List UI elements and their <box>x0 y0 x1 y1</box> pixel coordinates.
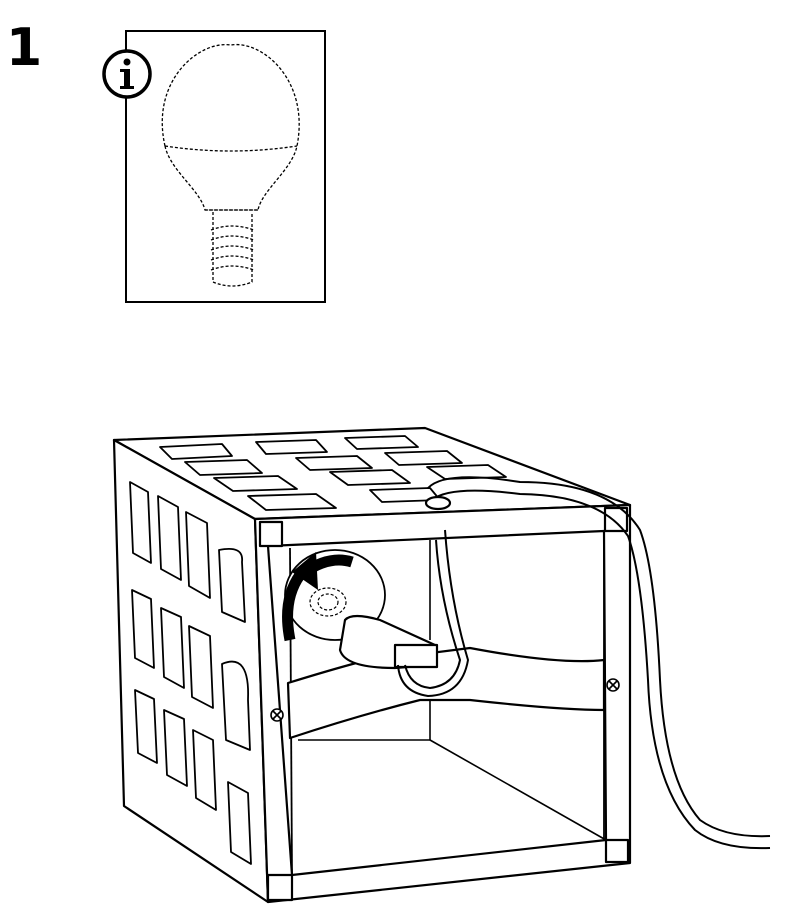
lamp-shade-box <box>114 428 770 902</box>
info-icon <box>104 51 150 97</box>
info-panel <box>104 31 325 302</box>
